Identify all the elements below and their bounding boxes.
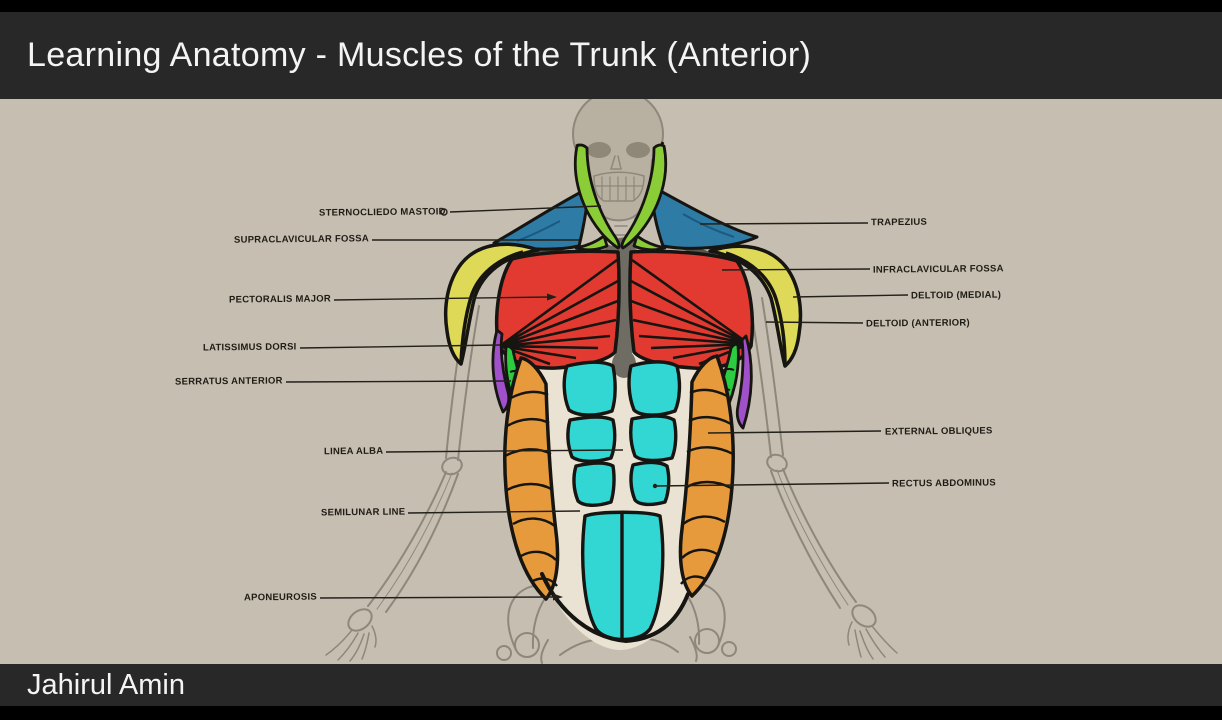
external-obliques-shape [503,354,735,601]
lower-torso-outline [540,572,690,644]
leader-lines [285,205,909,601]
right-forearm [770,468,857,609]
pectoralis-major-shape [494,249,755,371]
eye-socket [587,142,611,158]
left-forearm [367,471,459,613]
sternocleidomastoid-shape [573,143,668,252]
deltoid-shape [443,242,803,368]
right-elbow [766,453,788,473]
top-letterbox-bar [0,0,1222,12]
teeth [593,171,645,202]
oblique-ridges-left [504,390,558,587]
author-name: Jahirul Amin [27,668,185,701]
left-hand [347,608,373,632]
left-elbow [441,456,463,476]
skeleton-sketch [325,89,898,664]
right-hand [851,604,877,628]
oblique-ridges-right [680,388,734,585]
nasal-cavity [609,155,622,170]
eye-socket [626,142,650,158]
title-bar: Learning Anatomy - Muscles of the Trunk … [0,12,1222,99]
footer-bar: Jahirul Amin [0,664,1222,706]
latissimus-dorsi-shape [491,328,753,430]
bottom-letterbox-bar [0,706,1222,720]
pec-fan-lines [499,258,750,366]
rectus-abdominus-shape [562,360,682,642]
page-title: Learning Anatomy - Muscles of the Trunk … [27,36,812,74]
